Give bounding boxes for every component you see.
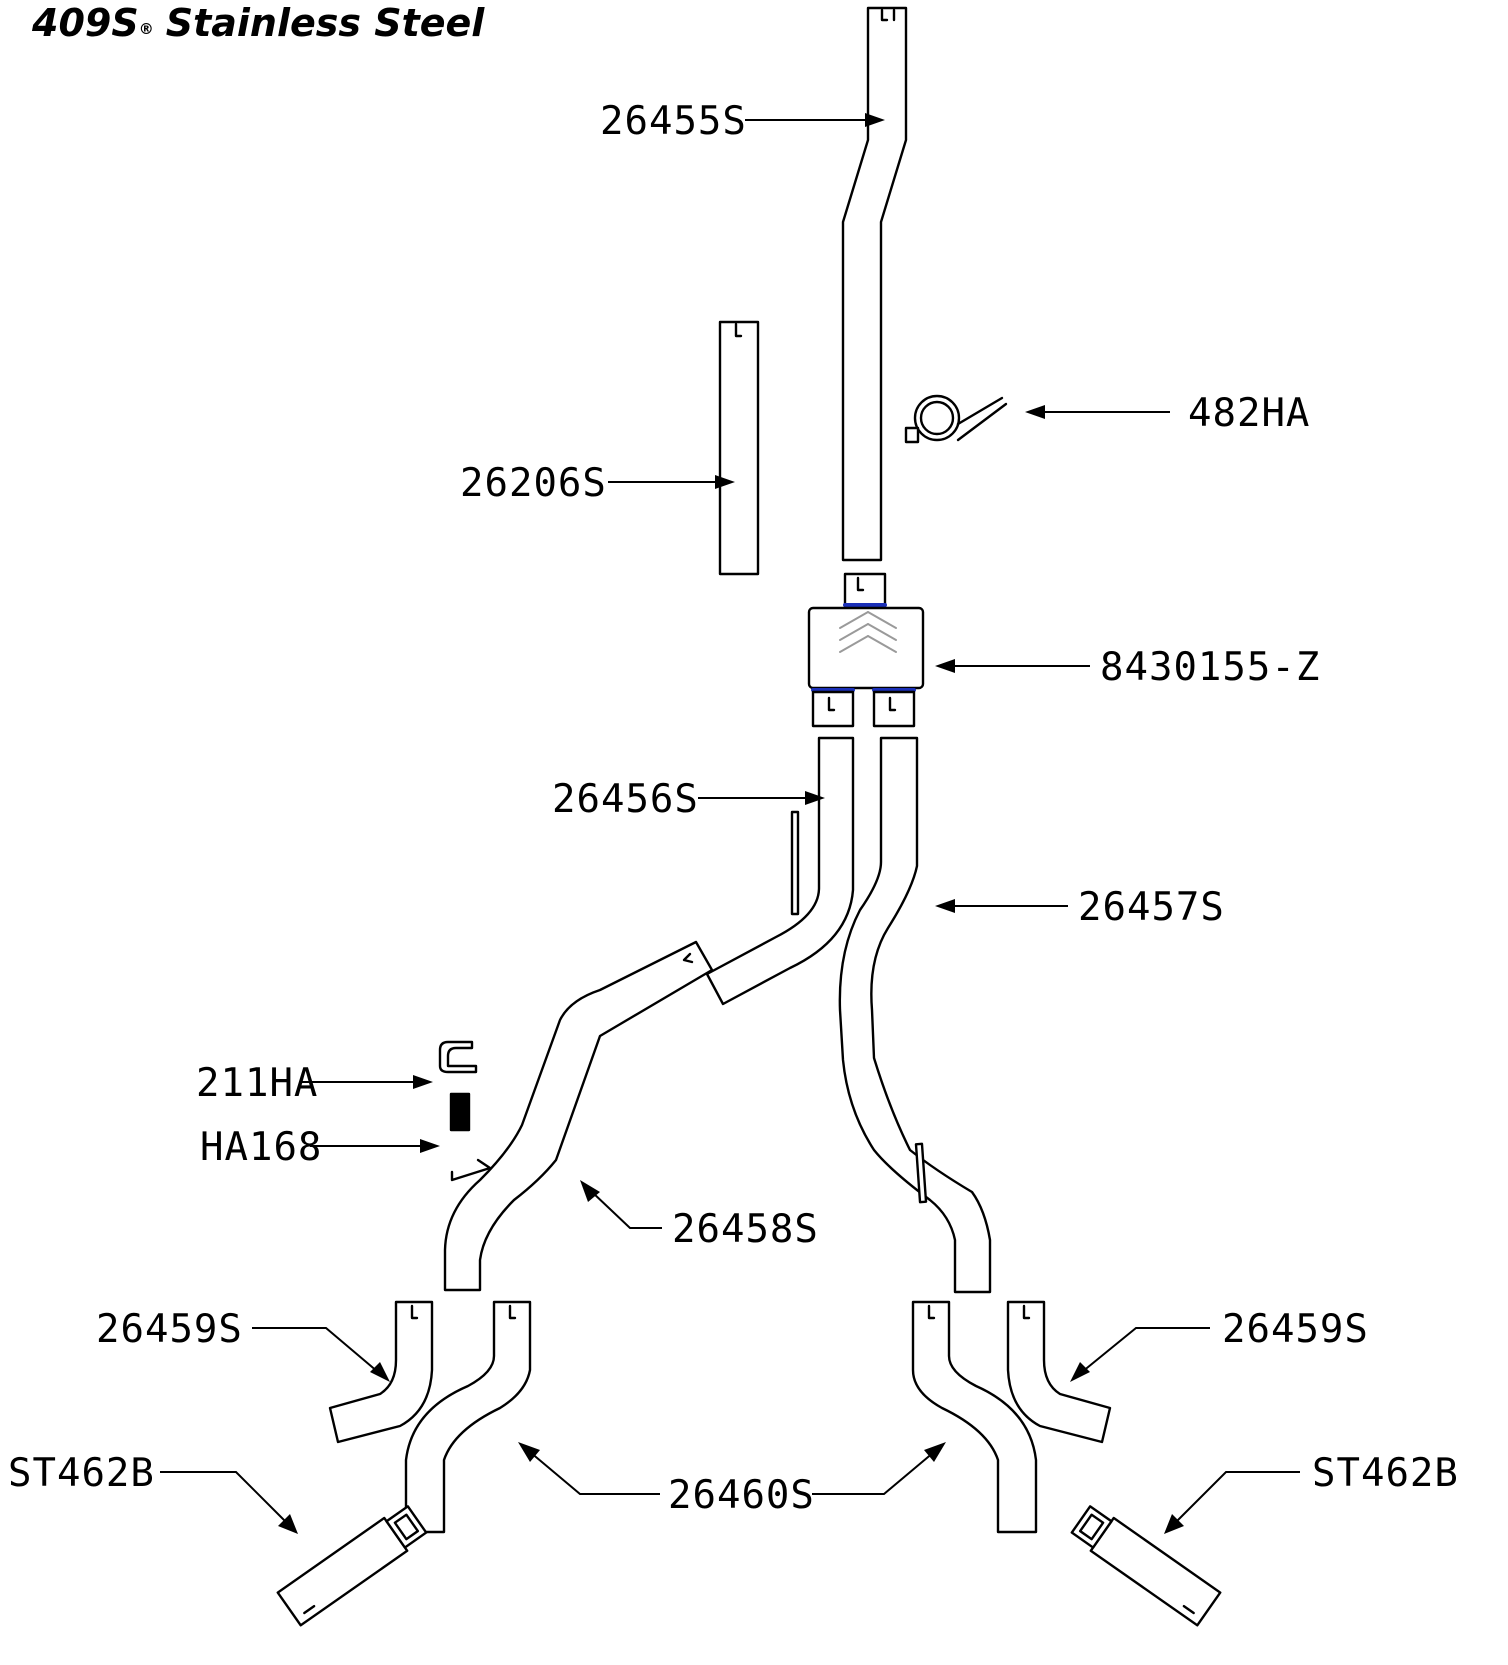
tip-ST462B-left	[276, 1505, 428, 1627]
pipe-26458S	[443, 940, 714, 1292]
leader-ST462B-left	[160, 1471, 298, 1534]
label-26460S: 26460S	[668, 1473, 815, 1518]
label-HA168: HA168	[200, 1125, 322, 1170]
isolator-HA168	[449, 1092, 471, 1132]
leader-26456S	[698, 791, 825, 805]
hanger-211HA	[438, 1040, 478, 1074]
leader-8430155-Z	[935, 659, 1090, 673]
leader-26458S	[580, 1180, 662, 1229]
label-26459S-right: 26459S	[1222, 1307, 1369, 1352]
tip-ST462B-right	[1070, 1505, 1222, 1627]
label-211HA: 211HA	[196, 1061, 318, 1106]
label-ST462B-left: ST462B	[8, 1451, 155, 1496]
label-26458S: 26458S	[672, 1207, 819, 1252]
label-26456S: 26456S	[552, 777, 699, 822]
pipe-26457S	[838, 736, 992, 1294]
leader-211HA	[300, 1075, 433, 1089]
label-8430155-Z: 8430155-Z	[1100, 645, 1320, 690]
leader-26455S	[745, 113, 885, 127]
title-material: Stainless Steel	[166, 1, 486, 45]
label-26459S-left: 26459S	[96, 1307, 243, 1352]
pipe-26459S-left	[328, 1300, 434, 1444]
diagram-title: 409S® Stainless Steel	[31, 1, 485, 45]
pipe-26455S	[841, 6, 908, 562]
clamp-482HA	[904, 394, 1008, 444]
label-ST462B-right: ST462B	[1312, 1451, 1459, 1496]
leader-26457S	[935, 899, 1068, 913]
label-26206S: 26206S	[460, 461, 607, 506]
pipe-26459S-right	[1006, 1300, 1112, 1444]
pipe-26456S	[705, 736, 855, 1006]
label-26457S: 26457S	[1078, 885, 1225, 930]
label-26455S: 26455S	[600, 99, 747, 144]
leader-26459S-left	[252, 1327, 390, 1382]
leader-26206S	[608, 475, 735, 489]
pipe-26460S-right	[911, 1300, 1038, 1534]
leader-26459S-right	[1070, 1327, 1210, 1382]
leader-26460S	[518, 1442, 946, 1495]
title-grade: 409S	[31, 1, 139, 45]
leader-482HA	[1025, 405, 1170, 419]
leader-ST462B-right	[1164, 1471, 1300, 1534]
label-482HA: 482HA	[1188, 391, 1310, 436]
title-registered-mark: ®	[139, 20, 154, 38]
leader-HA168	[310, 1139, 440, 1153]
xpipe-8430155-Z	[807, 572, 925, 728]
pipe-26206S	[718, 320, 760, 576]
